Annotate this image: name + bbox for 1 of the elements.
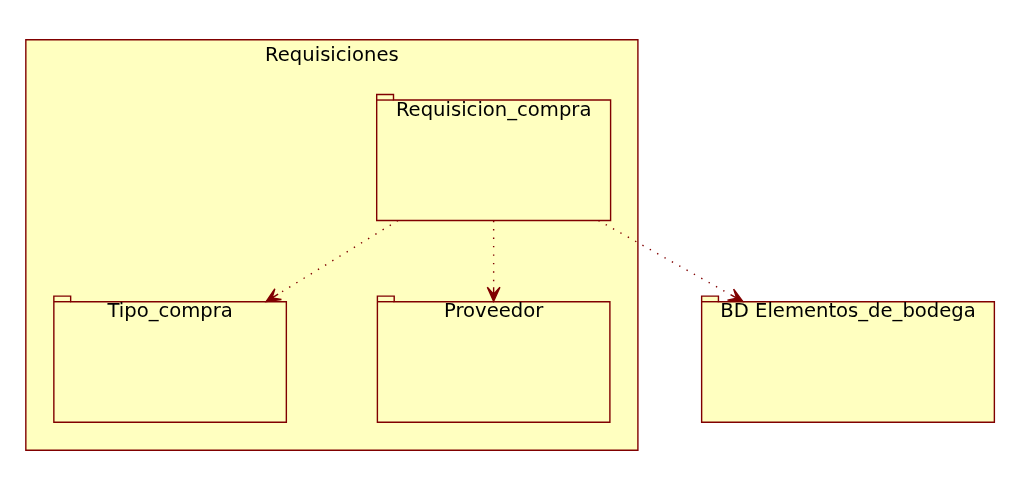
arrow <box>486 219 501 302</box>
